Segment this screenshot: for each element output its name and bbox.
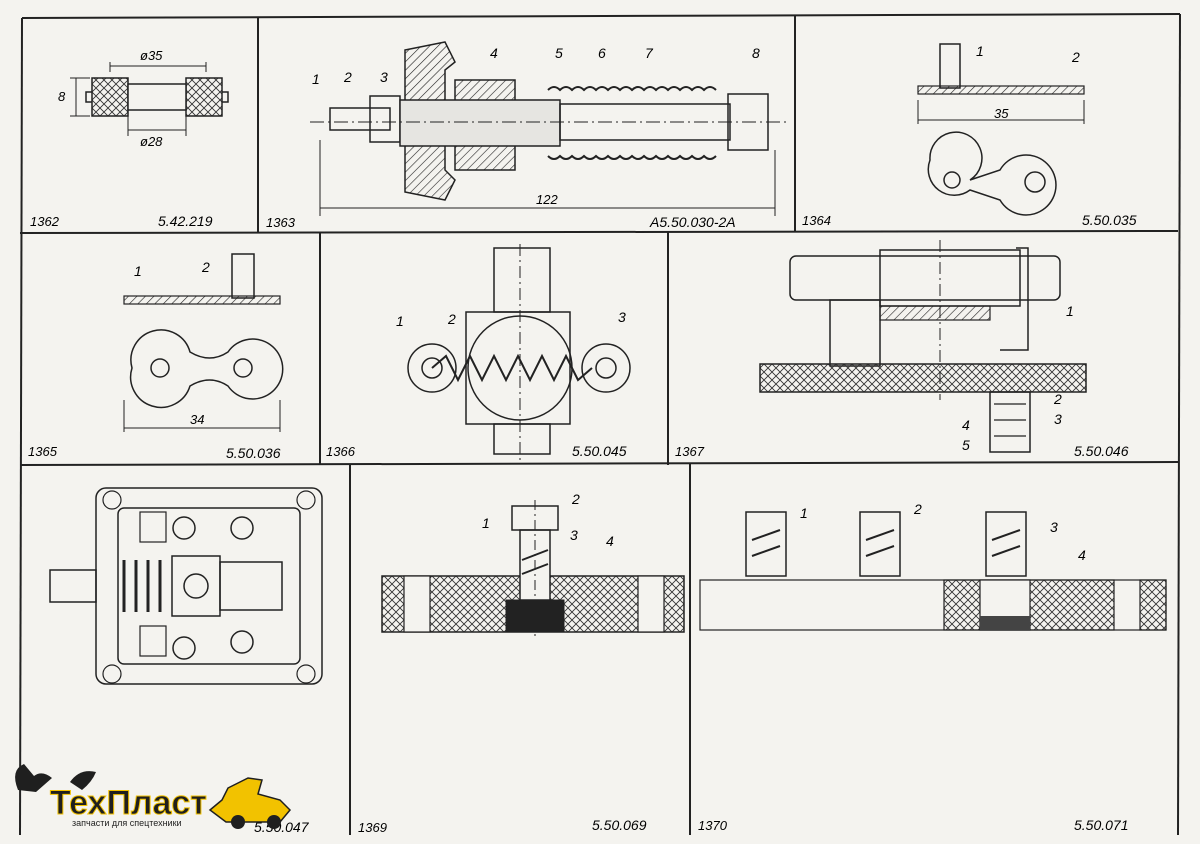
callout-7: 7 <box>645 45 654 61</box>
panel-number: 1362 <box>30 214 60 229</box>
switch-housing <box>49 487 323 685</box>
bolt-in-board <box>381 500 685 640</box>
dim-length: 122 <box>536 192 558 207</box>
part-code: 5.50.071 <box>1074 817 1129 833</box>
link-plate <box>123 253 284 432</box>
callout-2: 2 <box>1053 391 1062 407</box>
dim-length: 34 <box>190 412 204 427</box>
callout-1: 1 <box>976 43 984 59</box>
grid-frame <box>19 13 1181 836</box>
callout-3: 3 <box>570 527 578 543</box>
dim-length: 35 <box>994 106 1009 121</box>
callout-5: 5 <box>555 45 563 61</box>
excavator-icon <box>208 777 292 823</box>
dim-inner-diameter: ø28 <box>140 134 163 149</box>
callout-2: 2 <box>571 491 580 507</box>
callout-2: 2 <box>913 501 922 517</box>
part-code: 5.50.046 <box>1074 443 1129 459</box>
panel-1362: ø35 ø28 8 1362 5.42.219 <box>30 48 229 229</box>
callout-4: 4 <box>606 533 614 549</box>
panel-1365: 1 2 34 1365 5.50.036 <box>28 253 284 461</box>
callout-1: 1 <box>1066 303 1074 319</box>
part-code: 5.50.036 <box>226 445 281 461</box>
panel-1369: 1 2 3 4 1369 5.50.069 <box>358 491 685 835</box>
callout-2: 2 <box>201 259 210 275</box>
callout-2: 2 <box>447 311 456 327</box>
callout-6: 6 <box>598 45 606 61</box>
dim-outer-diameter: ø35 <box>140 48 163 63</box>
callout-3: 3 <box>380 69 388 85</box>
callout-1: 1 <box>312 71 320 87</box>
panel-1363: 1 2 3 4 5 6 7 8 122 1363 А5.50.030-2А <box>266 41 790 230</box>
callout-8: 8 <box>752 45 760 61</box>
spring-clamp <box>407 244 631 460</box>
part-code: 5.50.069 <box>592 817 647 833</box>
callout-5: 5 <box>962 437 970 453</box>
part-code: А5.50.030-2А <box>649 214 736 230</box>
callout-1: 1 <box>134 263 142 279</box>
logo-name: ТехПласт <box>50 784 207 822</box>
part-code: 5.50.035 <box>1082 212 1137 228</box>
callout-4: 4 <box>962 417 970 433</box>
panel-number: 1363 <box>266 215 296 230</box>
part-code: 5.42.219 <box>158 213 213 229</box>
bracket-assembly <box>759 240 1087 453</box>
claw-right-icon <box>70 771 96 790</box>
callout-1: 1 <box>800 505 808 521</box>
terminal-plate <box>917 43 1085 216</box>
callout-2: 2 <box>343 69 352 85</box>
callout-4: 4 <box>1078 547 1086 563</box>
callout-3: 3 <box>1054 411 1062 427</box>
panel-number: 1367 <box>675 444 705 459</box>
claw-left-icon <box>15 764 53 792</box>
bolt-sequence <box>699 511 1167 631</box>
panel-number: 1369 <box>358 820 387 835</box>
panel-1370: 1 2 3 4 1370 5.50.071 <box>698 501 1167 833</box>
callout-1: 1 <box>482 515 490 531</box>
panel-number: 1365 <box>28 444 58 459</box>
spring-rod-assembly <box>310 41 790 216</box>
grommet-section <box>70 62 229 136</box>
panel-number: 1364 <box>802 213 831 228</box>
panel-1366: 1 2 3 1366 5.50.045 <box>326 244 631 460</box>
part-code: 5.50.045 <box>572 443 627 459</box>
brand-logo: ТехПласт запчасти для спецтехники <box>15 764 292 829</box>
dim-thickness: 8 <box>58 89 66 104</box>
panel-1368: 5.50.047 <box>49 487 323 835</box>
panel-1367: 1 2 3 4 5 1367 5.50.046 <box>675 240 1129 459</box>
panel-number: 1366 <box>326 444 356 459</box>
panel-number: 1370 <box>698 818 728 833</box>
callout-4: 4 <box>490 45 498 61</box>
callout-3: 3 <box>618 309 626 325</box>
callout-2: 2 <box>1071 49 1080 65</box>
callout-1: 1 <box>396 313 404 329</box>
callout-labels: 1 2 3 4 5 6 7 8 <box>312 45 760 87</box>
callout-3: 3 <box>1050 519 1058 535</box>
logo-tagline: запчасти для спецтехники <box>72 818 182 828</box>
panel-1364: 1 2 35 1364 5.50.035 <box>802 43 1137 228</box>
